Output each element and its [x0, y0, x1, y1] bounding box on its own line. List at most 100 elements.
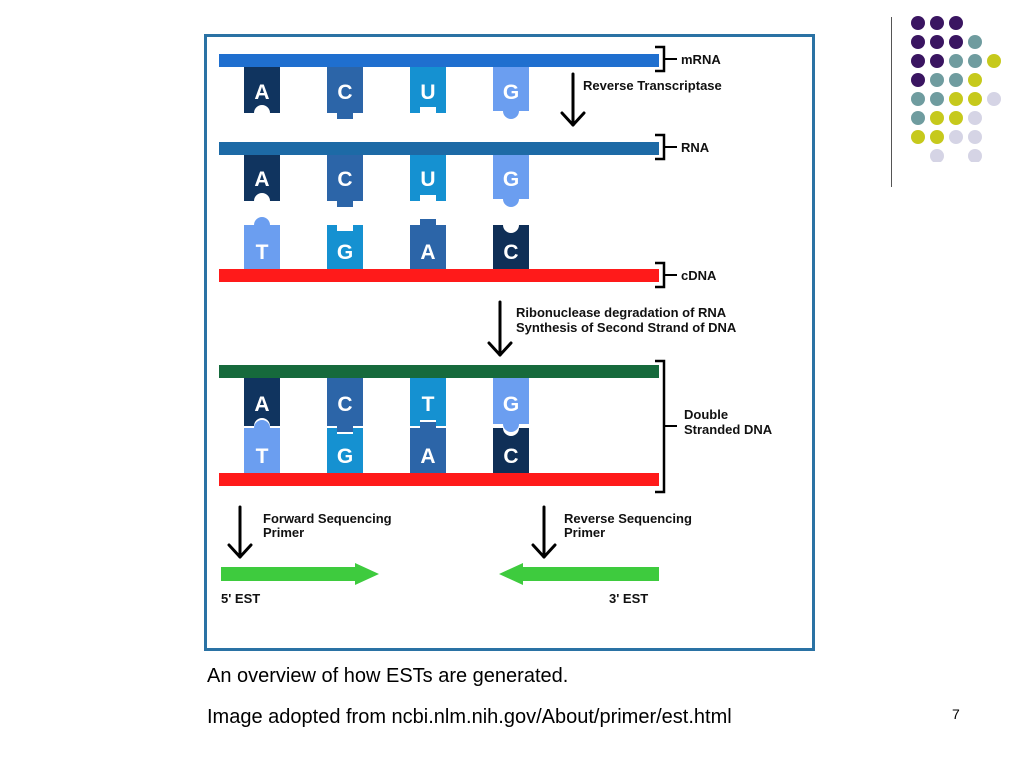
mrna-base-C	[327, 67, 363, 119]
label-fwd-line1: Forward Sequencing	[263, 511, 392, 526]
label-rna: RNA	[681, 140, 710, 155]
rna-base-G	[493, 155, 529, 207]
label-ds-line1: Double	[684, 407, 728, 422]
ds-top-base-letter: A	[254, 393, 269, 416]
decorative-dot	[930, 111, 944, 125]
rna-base-letter: C	[337, 168, 352, 191]
mrna-base-letter: C	[337, 81, 352, 104]
image-source-note: Image adopted from ncbi.nlm.nih.gov/Abou…	[207, 706, 732, 728]
decorative-dot	[949, 16, 963, 30]
ds-top-base-letter: C	[337, 393, 352, 416]
label-3-est: 3' EST	[609, 591, 648, 606]
decorative-dot	[987, 54, 1001, 68]
rna-base-letter: G	[503, 168, 519, 191]
decorative-dot	[930, 149, 944, 162]
label-ds-line2: Stranded DNA	[684, 422, 773, 437]
label-mrna: mRNA	[681, 52, 721, 67]
rna-strand	[219, 142, 659, 155]
decorative-dot	[987, 92, 1001, 106]
down-arrow-icon	[560, 72, 586, 127]
cdna-base-letter: T	[256, 241, 269, 264]
cdna-strand	[219, 269, 659, 282]
decorative-dot	[949, 130, 963, 144]
cdna-base-T	[244, 217, 280, 269]
ds-bottom-strand	[219, 473, 659, 486]
mrna-base-letter: A	[254, 81, 269, 104]
mrna-strand	[219, 54, 659, 67]
ds-top-base-letter: T	[422, 393, 435, 416]
decorative-dot	[968, 54, 982, 68]
decorative-dot	[949, 73, 963, 87]
rna-base-letter: U	[420, 168, 435, 191]
mrna-base-G	[493, 67, 529, 119]
decorative-dot	[911, 16, 925, 30]
ds-bottom-base-G	[327, 428, 363, 473]
decorative-dot	[930, 16, 944, 30]
ds-bottom-base-C	[493, 428, 529, 473]
decorative-dot	[949, 54, 963, 68]
cdna-base-C	[493, 225, 529, 269]
cdna-base-A	[410, 219, 446, 269]
decorative-dot	[930, 130, 944, 144]
decorative-dot	[968, 73, 982, 87]
cdna-base-G	[327, 225, 363, 269]
ds-top-base-C	[327, 378, 363, 432]
page-number: 7	[952, 706, 960, 722]
ds-bottom-base-letter: A	[420, 445, 435, 468]
decorative-divider	[891, 17, 892, 187]
mrna-base-letter: G	[503, 81, 519, 104]
cdna-base-letter: A	[420, 241, 435, 264]
cdna-base-letter: C	[503, 241, 518, 264]
mrna-base-U	[410, 67, 446, 113]
mrna-base-A	[244, 67, 280, 113]
ds-top-base-A	[244, 378, 280, 426]
ds-bottom-base-A	[410, 422, 446, 473]
decorative-dot	[949, 35, 963, 49]
decorative-dot	[911, 130, 925, 144]
ds-bracket	[655, 359, 666, 494]
decorative-dot	[911, 54, 925, 68]
decorative-dot	[930, 73, 944, 87]
forward-est-arrow-icon	[221, 563, 379, 585]
decorative-dot	[911, 35, 925, 49]
figure-caption: An overview of how ESTs are generated.	[207, 665, 569, 687]
down-arrow-icon	[227, 505, 253, 559]
decorative-dot	[968, 149, 982, 162]
label-fwd-line2: Primer	[263, 525, 304, 540]
rna-base-U	[410, 155, 446, 201]
decorative-dot	[968, 35, 982, 49]
label-rev-line2: Primer	[564, 525, 605, 540]
ds-bottom-base-letter: C	[503, 445, 518, 468]
label-step2-line2: Synthesis of Second Strand of DNA	[516, 320, 737, 335]
rna-base-C	[327, 155, 363, 207]
decorative-dot	[930, 92, 944, 106]
ds-top-strand	[219, 365, 659, 378]
mrna-base-letter: U	[420, 81, 435, 104]
decorative-dot-grid	[911, 16, 1001, 162]
down-arrow-icon	[487, 300, 513, 357]
label-reverse-transcriptase: Reverse Transcriptase	[583, 78, 722, 93]
ds-bottom-base-letter: T	[256, 445, 269, 468]
decorative-dot	[930, 54, 944, 68]
label-rev-line1: Reverse Sequencing	[564, 511, 692, 526]
decorative-dot	[911, 92, 925, 106]
ds-bottom-base-letter: G	[337, 445, 353, 468]
ds-top-base-G	[493, 378, 529, 432]
decorative-dot	[911, 73, 925, 87]
down-arrow-icon	[531, 505, 557, 559]
decorative-dot	[930, 35, 944, 49]
rna-base-A	[244, 155, 280, 201]
bracket-ticks	[664, 58, 677, 427]
decorative-dot	[949, 111, 963, 125]
decorative-dot	[968, 92, 982, 106]
label-5-est: 5' EST	[221, 591, 260, 606]
reverse-est-arrow-icon	[499, 563, 659, 585]
label-cdna: cDNA	[681, 268, 717, 283]
ds-top-base-T	[410, 378, 446, 426]
decorative-dot	[949, 92, 963, 106]
decorative-dot	[968, 111, 982, 125]
